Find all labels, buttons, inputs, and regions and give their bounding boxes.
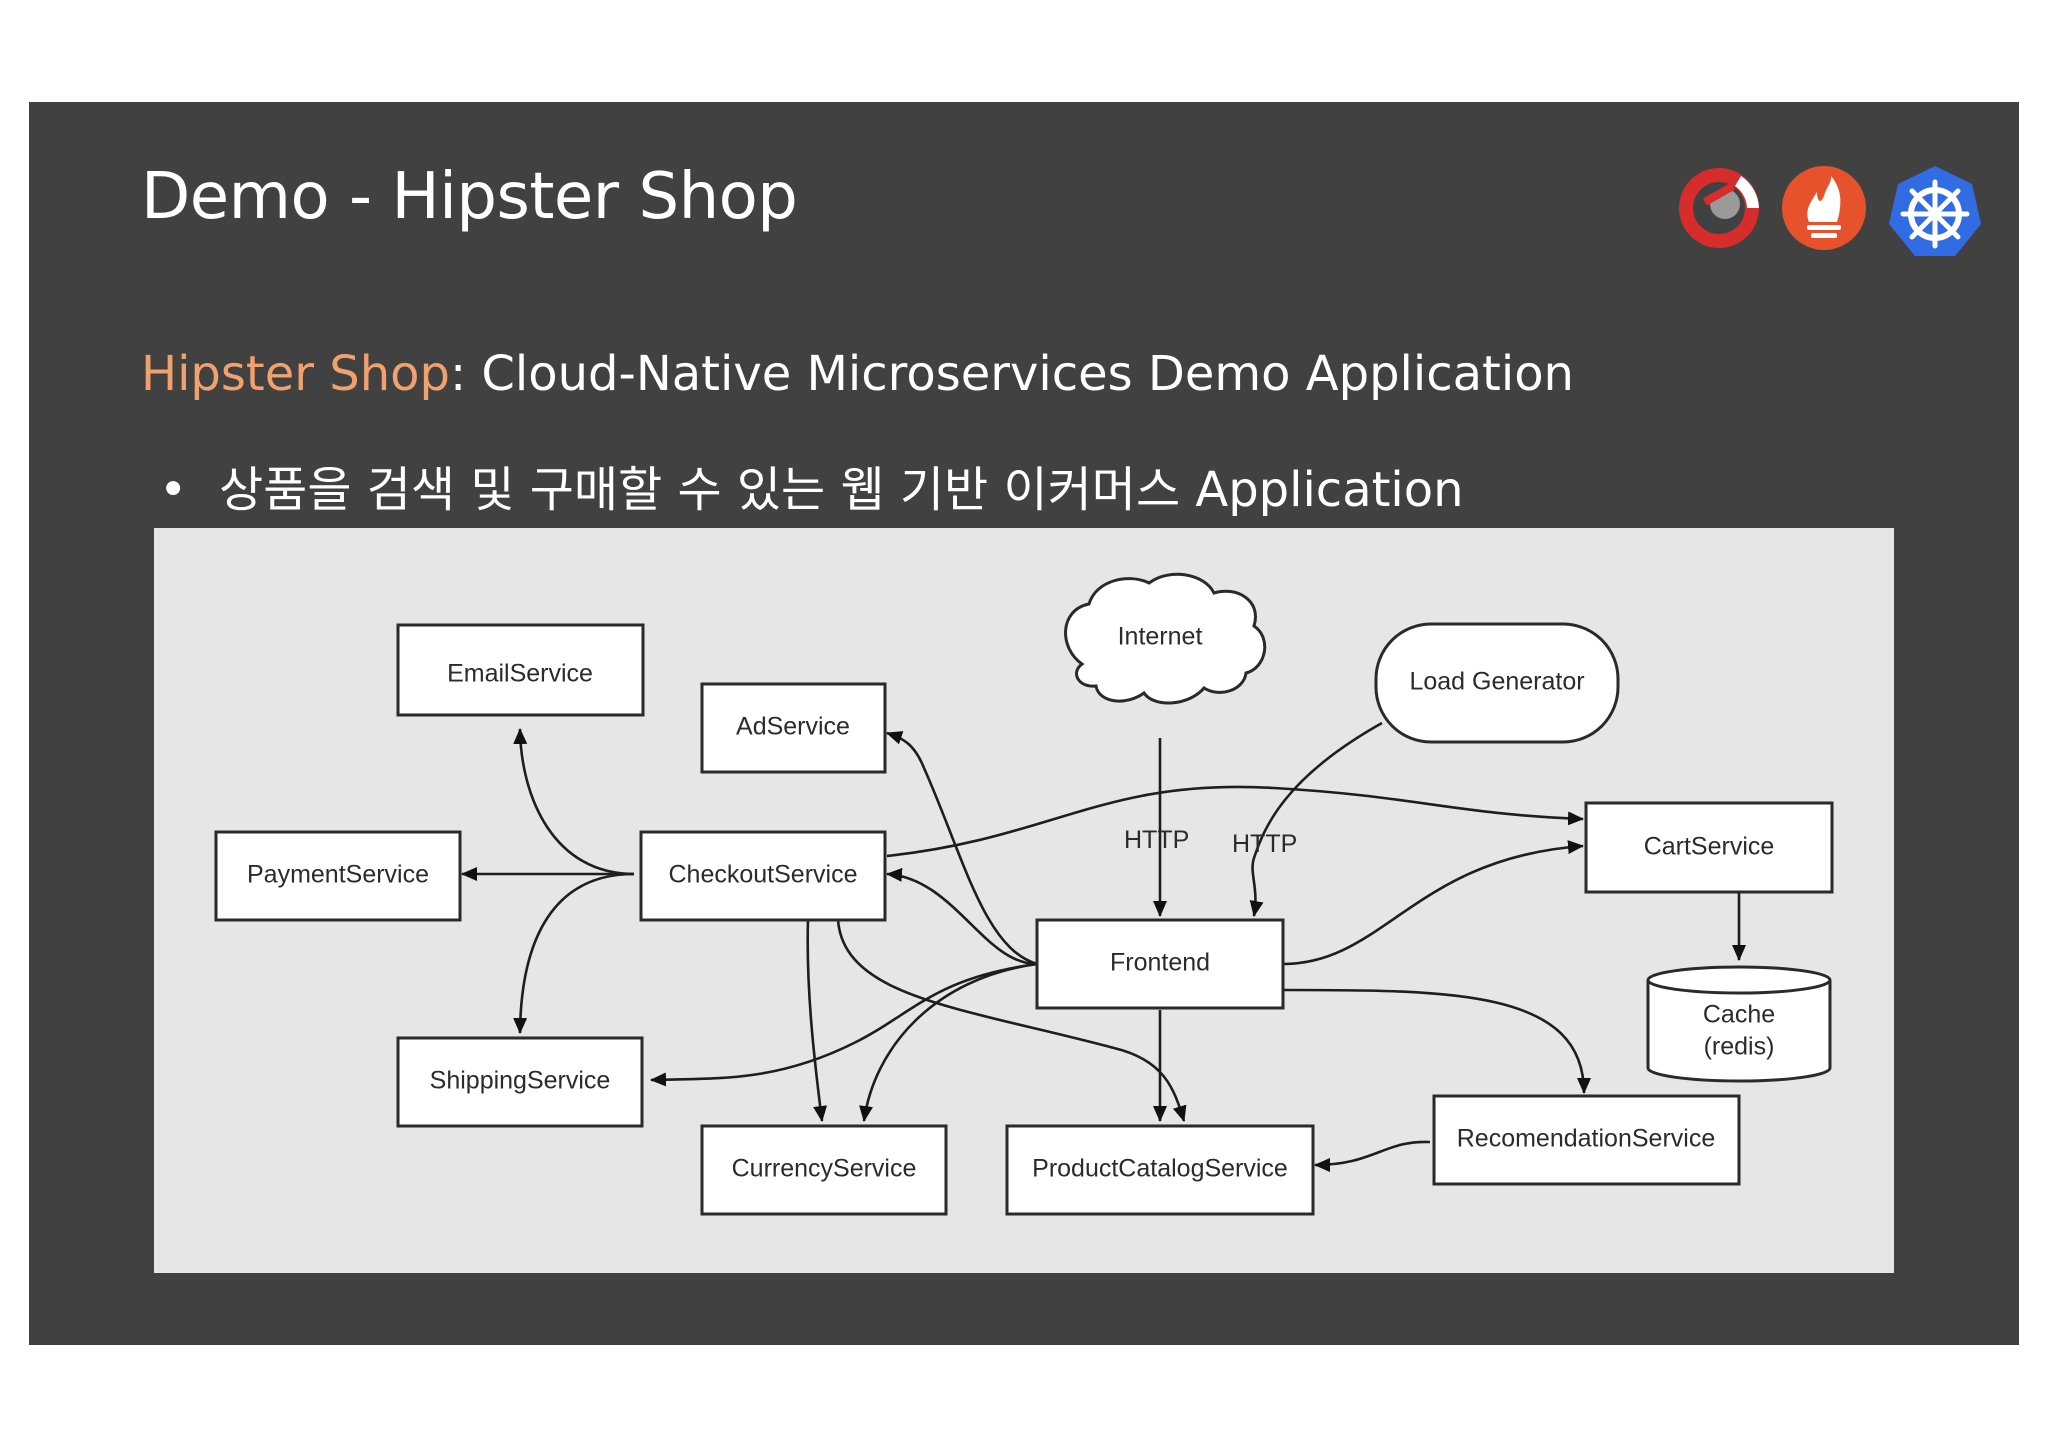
edge-checkout-shipping <box>513 872 635 1034</box>
node-payment-service: PaymentService <box>214 830 462 922</box>
bullet-text: 상품을 검색 및 구매할 수 있는 웹 기반 이커머스 Application <box>219 462 1464 518</box>
edge-checkout-currency <box>806 919 828 1122</box>
svg-text:Frontend: Frontend <box>1110 949 1210 977</box>
kubernetes-logo-icon <box>1889 166 1981 256</box>
edge-frontend-currency <box>859 962 1038 1122</box>
subtitle-accent: Hipster Shop <box>141 346 450 402</box>
node-frontend: Frontend <box>1035 918 1285 1010</box>
svg-text:CartService: CartService <box>1644 833 1775 861</box>
svg-text:AdService: AdService <box>736 713 850 741</box>
svg-text:Load Generator: Load Generator <box>1409 668 1584 696</box>
edge-checkout-email <box>513 728 635 876</box>
edge-label-http-internet: HTTP <box>1124 826 1189 854</box>
node-ad-service: AdService <box>700 682 887 774</box>
node-recommendation-service: RecomendationService <box>1432 1094 1741 1186</box>
edge-frontend-shipping <box>650 962 1038 1087</box>
node-email-service: EmailService <box>396 623 645 717</box>
node-product-catalog-service: ProductCatalogService <box>1005 1124 1315 1216</box>
svg-text:Internet: Internet <box>1118 623 1203 651</box>
node-cart-service: CartService <box>1584 801 1834 894</box>
svg-text:EmailService: EmailService <box>447 660 593 688</box>
svg-text:ProductCatalogService: ProductCatalogService <box>1032 1155 1288 1183</box>
edge-loadgen-frontend <box>1249 721 1383 917</box>
diagram-edges: HTTP HTTP <box>461 721 1746 1172</box>
architecture-diagram-svg: HTTP HTTP EmailService AdService Interne… <box>214 572 1834 1216</box>
edge-frontend-checkout <box>886 867 1038 966</box>
edge-frontend-recommendation <box>1282 988 1591 1094</box>
svg-text:(redis): (redis) <box>1704 1033 1775 1061</box>
subtitle-text: : Cloud-Native Microservices Demo Applic… <box>449 346 1574 402</box>
svg-text:RecomendationService: RecomendationService <box>1457 1125 1715 1153</box>
bullet-dot-icon: • <box>159 462 188 518</box>
svg-text:CheckoutService: CheckoutService <box>669 861 858 889</box>
node-checkout-service: CheckoutService <box>639 830 887 922</box>
node-currency-service: CurrencyService <box>700 1124 948 1216</box>
slide: Demo - Hipster Shop <box>29 102 2019 1345</box>
svg-text:CurrencyService: CurrencyService <box>732 1155 917 1183</box>
svg-text:Cache: Cache <box>1703 1001 1775 1029</box>
edge-frontend-ad <box>886 731 1038 966</box>
node-load-generator: Load Generator <box>1374 622 1620 744</box>
edge-checkout-productcatalog <box>836 919 1187 1122</box>
node-internet: Internet <box>1064 572 1267 705</box>
slide-subtitle: Hipster Shop: Cloud-Native Microservices… <box>141 346 1574 402</box>
svg-text:PaymentService: PaymentService <box>247 861 429 889</box>
logo-group <box>1649 162 1989 262</box>
jaeger-logo-icon <box>1679 168 1759 248</box>
bullet-item: • 상품을 검색 및 구매할 수 있는 웹 기반 이커머스 Application <box>159 450 1464 520</box>
node-shipping-service: ShippingService <box>396 1036 644 1128</box>
svg-text:ShippingService: ShippingService <box>430 1067 611 1095</box>
slide-title: Demo - Hipster Shop <box>141 160 798 234</box>
edge-checkout-cart <box>886 785 1584 858</box>
edge-label-http-loadgen: HTTP <box>1232 830 1297 858</box>
prometheus-logo-icon <box>1782 166 1866 250</box>
node-cache-redis: Cache (redis) <box>1646 965 1832 1083</box>
edge-frontend-cart <box>1282 840 1584 966</box>
architecture-diagram: HTTP HTTP EmailService AdService Interne… <box>154 528 1894 1273</box>
edge-recommendation-productcatalog <box>1314 1140 1431 1172</box>
